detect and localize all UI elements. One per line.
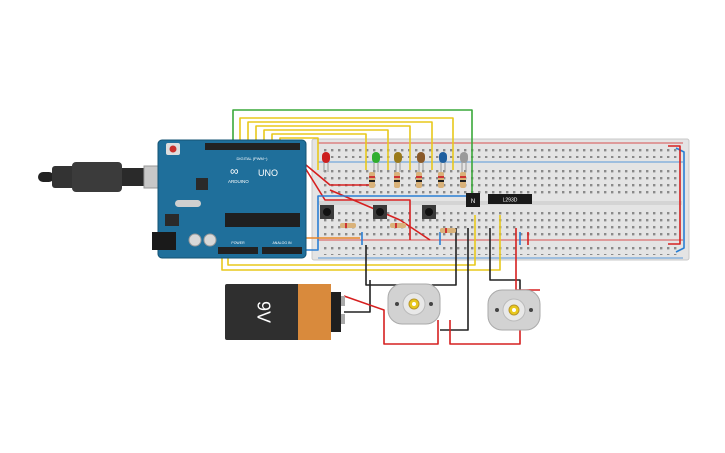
infinity-logo-icon: ∞ [230, 164, 239, 178]
push-button[interactable] [422, 205, 436, 219]
arduino-logo-text: ARDUINO [228, 179, 249, 184]
push-button[interactable] [373, 205, 387, 219]
arduino-board[interactable]: DIGITAL (PWM~) ∞ ARDUINO UNO POWER ANALO… [152, 139, 307, 259]
led-green [372, 152, 380, 172]
analog-label: ANALOG IN [272, 241, 292, 245]
wire-green [232, 109, 473, 198]
power-jack[interactable] [152, 232, 176, 250]
dc-motor [487, 289, 541, 331]
dc-motor [387, 283, 441, 325]
resistor [438, 172, 444, 188]
usb-cable [38, 162, 175, 192]
wire-red [449, 320, 521, 345]
wire-black [344, 280, 371, 313]
push-buttons[interactable] [320, 205, 436, 219]
wire-red [668, 145, 681, 245]
resistor [369, 172, 375, 188]
led-brown [417, 152, 425, 172]
led-blue [439, 152, 447, 172]
wire-yellow [263, 129, 389, 170]
resistor [340, 223, 356, 228]
power-label: POWER [231, 241, 245, 245]
wire-yellow [239, 117, 454, 170]
wire-yellow [247, 121, 433, 170]
svg-text:L293D: L293D [503, 198, 518, 204]
arduino-model: UNO [258, 168, 278, 178]
battery-9v: 9V [225, 284, 345, 340]
wire-black [365, 245, 402, 286]
svg-text:N: N [471, 199, 475, 205]
resistor [394, 172, 400, 188]
push-button[interactable] [320, 205, 334, 219]
digital-header [205, 143, 300, 150]
wire-red [329, 189, 431, 241]
led-red [322, 152, 330, 172]
resistor [440, 228, 456, 233]
led-olive [394, 152, 402, 172]
wire-yellow [255, 125, 411, 170]
resistor [416, 172, 422, 188]
digital-header-label: DIGITAL (PWM~) [237, 156, 269, 161]
battery-label: 9V [253, 301, 273, 323]
led-gray [460, 152, 468, 172]
microcontroller-chip [225, 213, 300, 227]
wire-red [343, 295, 439, 345]
leds [322, 152, 468, 172]
wire-red [293, 149, 411, 240]
resistor [390, 223, 406, 228]
resistor [460, 172, 466, 188]
transistor: N [466, 193, 480, 207]
resistors [340, 172, 466, 233]
driver-chip: L293D [488, 194, 532, 204]
